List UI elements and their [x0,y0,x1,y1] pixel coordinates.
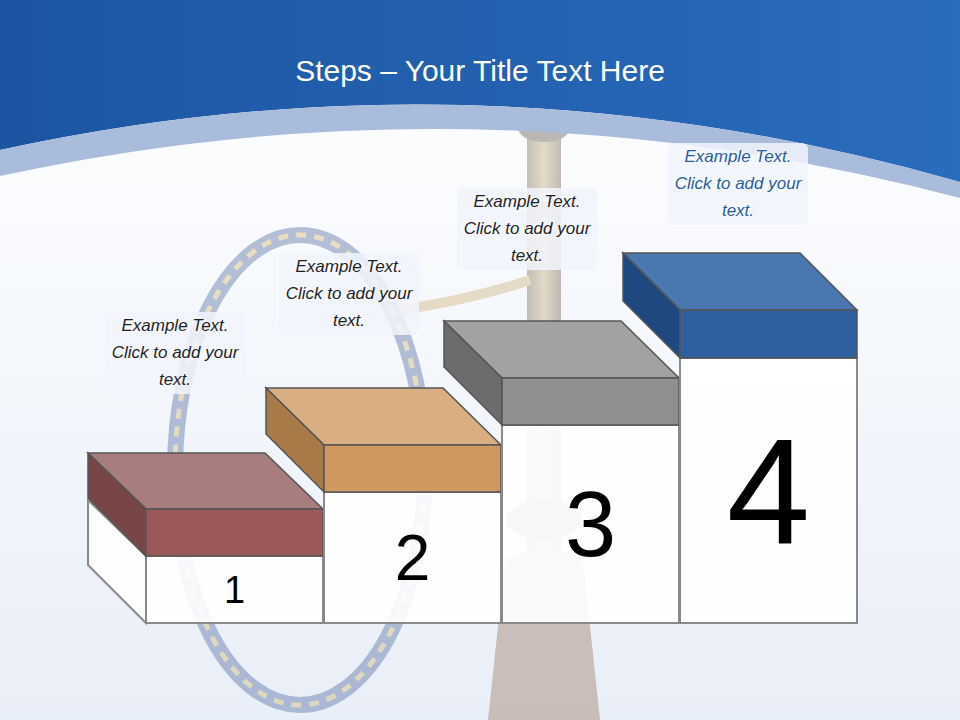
step-number: 4 [680,358,857,623]
slide-title: Steps – Your Title Text Here [0,54,960,88]
column-front [146,556,323,623]
slab-front [680,310,857,358]
step-number: 3 [502,425,679,623]
slab-front [502,378,679,425]
column-front [680,358,857,623]
band-arc [0,104,960,198]
step-caption: Example Text. Click to add your text. [105,312,245,394]
column-front [502,425,679,623]
step-block: Example Text. Click to add your text.1 [88,453,323,623]
slab-side [266,388,324,492]
slab-side [88,453,146,556]
step-block: Example Text. Click to add your text.4 [623,253,857,623]
step-number: 2 [324,492,501,623]
step-shape [88,453,323,623]
slab-front [146,509,323,556]
slab-side [444,321,502,425]
step-block: Example Text. Click to add your text.3 [444,321,679,623]
step-number: 1 [146,556,323,623]
step-caption: Example Text. Click to add your text. [457,188,597,270]
slab-side [623,253,680,358]
step-caption: Example Text. Click to add your text. [668,143,808,225]
step-shape [266,388,501,623]
step-shape [444,321,679,623]
slab-front [324,445,501,492]
step-caption: Example Text. Click to add your text. [279,253,419,335]
column-front [324,492,501,623]
step-block: Example Text. Click to add your text.2 [266,388,501,623]
